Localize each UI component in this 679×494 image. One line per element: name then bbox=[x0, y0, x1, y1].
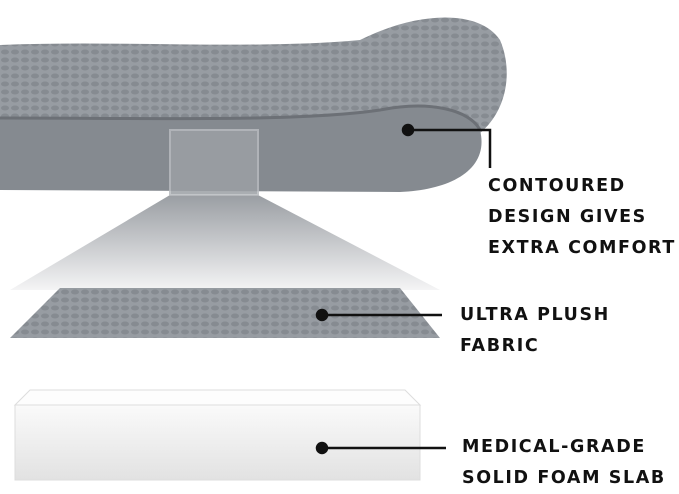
label-line: DESIGN GIVES bbox=[488, 207, 647, 227]
callout-label-contoured: CONTOURED DESIGN GIVES EXTRA COMFORT bbox=[488, 171, 676, 264]
callout-label-fabric: ULTRA PLUSH FABRIC bbox=[460, 300, 610, 362]
fabric-layer bbox=[10, 288, 440, 338]
label-line: CONTOURED bbox=[488, 176, 626, 196]
callout-label-foam: MEDICAL-GRADE SOLID FOAM SLAB bbox=[462, 432, 666, 494]
label-line: FABRIC bbox=[460, 336, 540, 356]
zoom-window bbox=[169, 129, 259, 196]
callout-pointer-1 bbox=[401, 123, 492, 168]
label-line: SOLID FOAM SLAB bbox=[462, 468, 666, 488]
label-line: MEDICAL-GRADE bbox=[462, 437, 646, 457]
callout-pointer-3 bbox=[315, 441, 446, 455]
foam-slab bbox=[13, 389, 422, 481]
label-line: ULTRA PLUSH bbox=[460, 305, 610, 325]
zoom-beam bbox=[10, 195, 440, 290]
label-line: EXTRA COMFORT bbox=[488, 238, 676, 258]
callout-pointer-2 bbox=[315, 308, 442, 322]
